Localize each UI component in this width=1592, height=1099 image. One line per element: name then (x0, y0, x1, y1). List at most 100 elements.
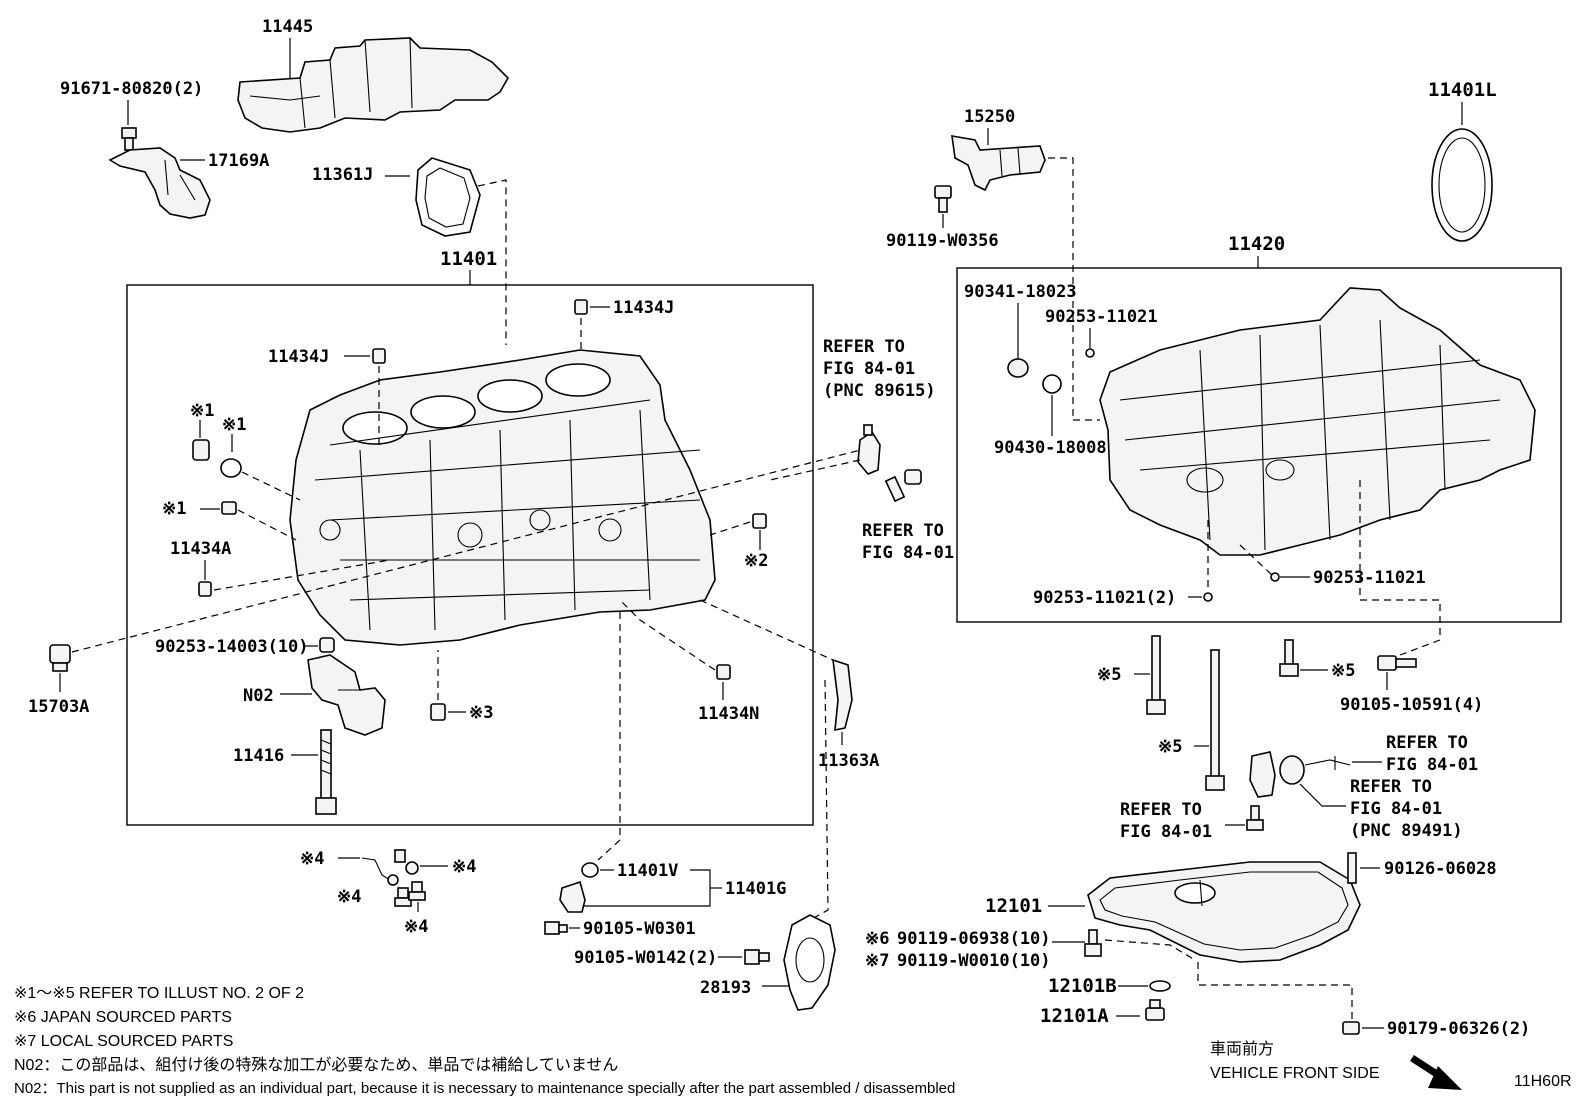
label-12101A: 12101A (1040, 1005, 1109, 1027)
heat-insulator-11445[interactable] (237, 37, 509, 133)
gasket-11361J[interactable] (415, 157, 481, 237)
note-n02-english: N02：This part is not supplied as an indi… (14, 1080, 955, 1097)
plug-90253-11021-b[interactable] (1270, 572, 1280, 582)
gasket-11363A[interactable] (832, 658, 853, 731)
label-11416: 11416 (233, 746, 284, 766)
label-90253-11021-a: 90253-11021 (1045, 307, 1158, 327)
label-12101B: 12101B (1048, 975, 1117, 997)
mark-1-a: ※1 (190, 401, 214, 421)
label-11434N: 11434N (698, 704, 759, 724)
plug-90341-18023[interactable] (1007, 358, 1029, 378)
mark-2: ※2 (744, 551, 768, 571)
plug-90253-11021-a[interactable] (1085, 348, 1095, 358)
mark-6: ※6 (865, 929, 889, 949)
gasket-12101B[interactable] (1149, 980, 1171, 992)
label-11401G: 11401G (725, 879, 786, 899)
oil-pan-upper-11420[interactable] (1099, 287, 1536, 556)
bolt-90105-W0142[interactable] (744, 949, 770, 965)
drain-plug-12101A[interactable] (1145, 999, 1165, 1021)
bracket-17169A[interactable] (108, 147, 211, 219)
refer-3-line2: FIG 84-01 (1120, 822, 1212, 842)
label-90341-18023: 90341-18023 (964, 282, 1077, 302)
mark-1-b: ※1 (222, 415, 246, 435)
label-15703A: 15703A (28, 697, 89, 717)
refer-1-line3: (PNC 89615) (823, 381, 936, 401)
mark-7: ※7 (865, 951, 889, 971)
bolt-90119-W0356[interactable] (934, 185, 952, 213)
dowel-pin-11434A[interactable] (198, 581, 212, 597)
knock-sensor-bolt[interactable] (884, 469, 922, 503)
pin-mark-3[interactable] (430, 703, 446, 721)
gasket-mark-1[interactable] (220, 458, 242, 478)
label-12101: 12101 (985, 895, 1042, 917)
plug-mark-1[interactable] (192, 439, 210, 461)
o-ring-11401V[interactable] (581, 862, 599, 878)
nut-90179-06326[interactable] (1342, 1021, 1360, 1035)
label-90253-11021-b: 90253-11021 (1313, 568, 1426, 588)
label-11445: 11445 (262, 17, 313, 37)
bolt-90105-W0301[interactable] (544, 921, 568, 935)
illustration-code: 11H60R (1514, 1073, 1572, 1090)
gasket-90430-18008[interactable] (1042, 374, 1062, 394)
bolt-mark-5-c[interactable] (1279, 639, 1299, 677)
dowel-pin-11434J-left[interactable] (372, 348, 386, 364)
plug-90253-14003[interactable] (319, 637, 335, 653)
gasket-28193[interactable] (783, 914, 836, 1011)
label-90179-06326: 90179-06326(2) (1387, 1019, 1530, 1039)
label-11401L: 11401L (1428, 79, 1497, 101)
pin-mark-1[interactable] (221, 501, 237, 515)
mark-5-c: ※5 (1331, 661, 1355, 681)
label-11434J-top: 11434J (613, 298, 674, 318)
front-label-jp: 車両前方 (1210, 1040, 1274, 1058)
label-90105-W0301: 90105-W0301 (583, 919, 696, 939)
bolt-mark-4-b[interactable] (408, 881, 426, 901)
oil-jet-mark-4[interactable] (361, 849, 419, 886)
label-11434J-left: 11434J (268, 347, 329, 367)
bolt-mark-5-a[interactable] (1146, 635, 1166, 715)
sensor-11401G[interactable] (559, 880, 586, 913)
label-11361J: 11361J (312, 165, 373, 185)
mark-4-a: ※4 (300, 849, 324, 869)
stud-90126-06028[interactable] (1347, 852, 1357, 884)
knock-sensor[interactable] (857, 424, 881, 475)
mark-4-d: ※4 (404, 917, 428, 937)
label-90430-18008: 90430-18008 (994, 438, 1107, 458)
refer-3-line1: REFER TO (1120, 800, 1202, 820)
label-90105-W0142: 90105-W0142(2) (574, 948, 717, 968)
label-90119-W0356: 90119-W0356 (886, 231, 999, 251)
plug-90253-11021-2[interactable] (1203, 592, 1213, 602)
mark-4-c: ※4 (337, 887, 361, 907)
refer-1-line1: REFER TO (823, 337, 905, 357)
label-17169A: 17169A (208, 151, 269, 171)
note-ref-illust: ※1～※5 REFER TO ILLUST NO. 2 OF 2 (14, 985, 304, 1002)
bolt-11416[interactable] (315, 729, 337, 815)
bolt-90119-06938[interactable] (1084, 929, 1102, 957)
bolt-90105-10591[interactable] (1377, 655, 1417, 671)
oil-seal-11401L[interactable] (1431, 128, 1493, 242)
bolt-mark-5-b[interactable] (1205, 649, 1225, 791)
bolt-91671-80820[interactable] (121, 127, 137, 151)
small-bolt-refer-3[interactable] (1246, 805, 1264, 831)
plug-15703A[interactable] (49, 644, 71, 672)
refer-5-line2: FIG 84-01 (1386, 755, 1478, 775)
note-local-sourced: ※7 LOCAL SOURCED PARTS (14, 1033, 233, 1050)
oil-level-sensor[interactable] (1249, 751, 1351, 798)
refer-1-line2: FIG 84-01 (823, 359, 915, 379)
bolt-mark-4-a[interactable] (394, 887, 412, 907)
label-15250: 15250 (964, 107, 1015, 127)
oil-pan-12101[interactable] (1087, 861, 1361, 963)
front-label-en: VEHICLE FRONT SIDE (1210, 1065, 1380, 1082)
mark-4-b: ※4 (452, 857, 476, 877)
label-90119-06938: 90119-06938(10) (897, 929, 1051, 949)
dowel-pin-11434J-top[interactable] (574, 299, 588, 315)
pin-mark-2[interactable] (752, 513, 767, 529)
label-91671-80820: 91671-80820(2) (60, 79, 203, 99)
oil-control-valve-15250[interactable] (951, 135, 1046, 192)
bearing-cap-N02[interactable] (307, 654, 386, 736)
mark-3: ※3 (469, 703, 493, 723)
dowel-pin-11434N[interactable] (716, 664, 731, 680)
label-11401V: 11401V (617, 861, 678, 881)
cylinder-block-11401[interactable] (289, 349, 716, 646)
mark-5-b: ※5 (1158, 737, 1182, 757)
